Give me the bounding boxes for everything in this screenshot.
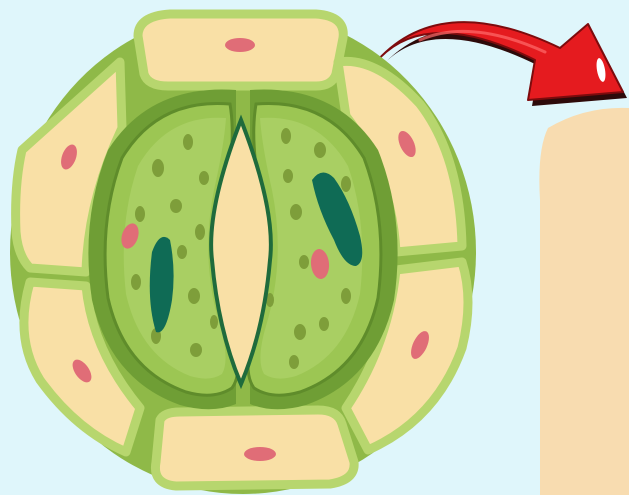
chloroplast: [135, 206, 145, 222]
nucleus: [244, 447, 276, 461]
chloroplast: [183, 134, 193, 150]
chloroplast: [210, 315, 218, 329]
chloroplast: [177, 245, 187, 259]
chloroplast: [289, 355, 299, 369]
subsidiary-cell: [155, 410, 354, 486]
chloroplast: [299, 255, 309, 269]
chloroplast: [283, 169, 293, 183]
chloroplast: [199, 171, 209, 185]
chloroplast: [314, 142, 326, 158]
chloroplast: [152, 159, 164, 177]
chloroplast: [341, 176, 351, 192]
chloroplast: [131, 274, 141, 290]
chloroplast: [281, 128, 291, 144]
chloroplast: [195, 224, 205, 240]
chloroplast: [290, 204, 302, 220]
chloroplast: [294, 324, 306, 340]
chloroplast: [319, 317, 329, 331]
nucleus: [225, 38, 255, 52]
chloroplast: [341, 288, 351, 304]
chloroplast: [188, 288, 200, 304]
subsidiary-cell: [138, 14, 343, 86]
chloroplast: [190, 343, 202, 357]
zoom-panel: [539, 108, 629, 495]
stoma: [88, 90, 397, 410]
chloroplast: [170, 199, 182, 213]
